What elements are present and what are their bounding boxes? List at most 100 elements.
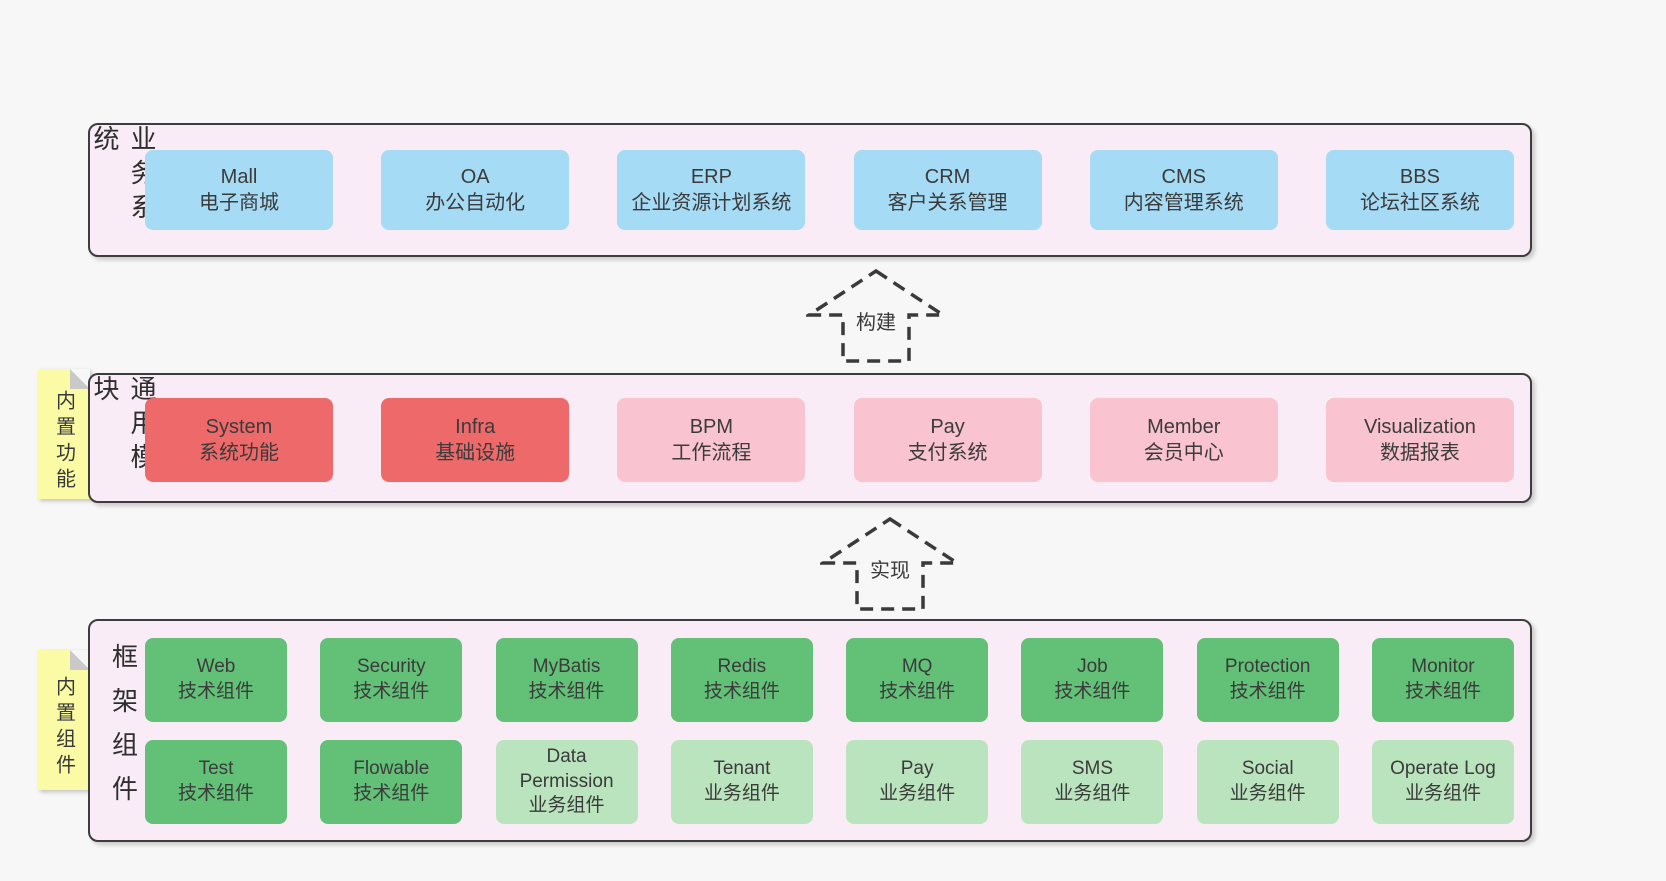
module-box-bpm: BPM 工作流程	[617, 398, 806, 482]
module-subtitle: 技术组件	[1054, 681, 1131, 702]
folded-corner-icon	[70, 369, 90, 389]
module-title: Mall	[220, 166, 258, 188]
module-row: Mall 电子商城 OA 办公自动化 ERP 企业资源计划系统 CRM 客户关系管理 CMS 内容…	[145, 150, 1514, 230]
module-box-visualization: Visualization 数据报表	[1325, 398, 1514, 482]
module-title: Flowable	[353, 758, 430, 780]
module-box-sms: SMS 业务组件	[1021, 740, 1164, 824]
module-box-mybatis: MyBatis 技术组件	[495, 638, 638, 722]
module-subtitle: 技术组件	[1404, 681, 1481, 702]
module-subtitle: 技术组件	[879, 681, 956, 702]
module-title: Redis	[717, 656, 767, 678]
module-title: Pay	[930, 416, 965, 438]
module-subtitle: 业务组件	[703, 783, 780, 804]
layer-label: 业务系统	[90, 125, 157, 227]
module-title: Operate Log	[1390, 758, 1496, 780]
arrow-up-build: 构建	[806, 268, 946, 364]
module-subtitle: 客户关系管理	[887, 192, 1008, 214]
module-box-infra: Infra 基础设施	[381, 398, 570, 482]
module-box-flowable: Flowable 技术组件	[320, 740, 463, 824]
module-title: Data Permission	[519, 745, 614, 792]
module-box-bbs: BBS 论坛社区系统	[1325, 150, 1514, 230]
module-subtitle: 技术组件	[703, 681, 780, 702]
module-box-data-permission: Data Permission 业务组件	[495, 740, 638, 824]
module-box-erp: ERP 企业资源计划系统	[617, 150, 806, 230]
module-box-pay: Pay 业务组件	[846, 740, 989, 824]
module-subtitle: 技术组件	[528, 681, 605, 702]
module-title: BBS	[1399, 166, 1440, 188]
module-title: Visualization	[1363, 416, 1476, 438]
module-title: CRM	[924, 166, 971, 188]
module-subtitle: 技术组件	[353, 783, 430, 804]
module-subtitle: 支付系统	[907, 442, 988, 464]
module-subtitle: 系统功能	[199, 442, 279, 464]
module-box-pay: Pay 支付系统	[853, 398, 1042, 482]
folded-corner-icon	[70, 650, 90, 670]
module-subtitle: 企业资源计划系统	[631, 192, 792, 214]
arrow-label: 实现	[867, 554, 913, 583]
arrow-label: 构建	[853, 306, 899, 335]
module-title: Web	[196, 656, 236, 678]
module-title: Job	[1077, 656, 1108, 678]
module-subtitle: 论坛社区系统	[1359, 192, 1480, 214]
module-box-protection: Protection 技术组件	[1196, 638, 1339, 722]
module-box-test: Test 技术组件	[145, 740, 287, 824]
module-box-crm: CRM 客户关系管理	[853, 150, 1042, 230]
module-title: OA	[460, 166, 490, 188]
sticky-note-label: 内置组件	[52, 676, 75, 780]
module-title: ERP	[690, 166, 732, 188]
module-subtitle: 办公自动化	[425, 192, 526, 214]
sticky-note-label: 内置功能	[52, 390, 75, 494]
module-title: CMS	[1161, 166, 1206, 188]
sticky-note-built-in-features: 内置功能	[38, 369, 90, 499]
module-title: Social	[1241, 758, 1294, 780]
module-subtitle: 数据报表	[1379, 442, 1460, 464]
module-title: SMS	[1071, 758, 1113, 780]
module-title: Tenant	[713, 758, 771, 780]
layer-panel-business-systems: 业务系统 Mall 电子商城 OA 办公自动化 ERP 企业资源计划系统 CRM 客户关系管理…	[88, 123, 1532, 257]
module-subtitle: 会员中心	[1143, 442, 1224, 464]
arrow-up-implement: 实现	[820, 516, 960, 612]
module-title: Test	[198, 758, 234, 780]
module-subtitle: 电子商城	[199, 192, 279, 214]
module-subtitle: 内容管理系统	[1123, 192, 1244, 214]
module-subtitle: 业务组件	[879, 783, 956, 804]
up-arrow-icon	[820, 516, 960, 611]
module-subtitle: 业务组件	[1054, 783, 1131, 804]
module-box-social: Social 业务组件	[1196, 740, 1339, 824]
module-box-security: Security 技术组件	[320, 638, 463, 722]
module-subtitle: 业务组件	[1404, 783, 1481, 804]
module-title: Security	[356, 656, 426, 678]
module-title: BPM	[689, 416, 734, 438]
module-box-cms: CMS 内容管理系统	[1089, 150, 1278, 230]
layer-label: 通用模块	[90, 375, 157, 477]
module-subtitle: 技术组件	[177, 681, 254, 702]
module-title: Infra	[455, 416, 496, 438]
module-title: Member	[1147, 416, 1221, 438]
module-box-member: Member 会员中心	[1089, 398, 1278, 482]
module-box-oa: OA 办公自动化	[381, 150, 570, 230]
module-box-redis: Redis 技术组件	[670, 638, 813, 722]
module-subtitle: 业务组件	[1229, 783, 1306, 804]
module-subtitle: 技术组件	[177, 783, 254, 804]
up-arrow-icon	[806, 268, 946, 363]
module-box-web: Web 技术组件	[145, 638, 287, 722]
module-box-job: Job 技术组件	[1021, 638, 1164, 722]
module-box-monitor: Monitor 技术组件	[1371, 638, 1514, 722]
module-title: Pay	[900, 758, 934, 780]
module-subtitle: 技术组件	[1229, 681, 1306, 702]
module-box-tenant: Tenant 业务组件	[670, 740, 813, 824]
module-subtitle: 工作流程	[671, 442, 752, 464]
module-title: Protection	[1224, 656, 1311, 678]
module-subtitle: 基础设施	[435, 442, 516, 464]
module-subtitle: 技术组件	[353, 681, 430, 702]
module-subtitle: 业务组件	[528, 795, 605, 817]
layer-label: 框架组件	[108, 642, 139, 819]
module-title: Monitor	[1411, 656, 1475, 678]
module-title: MyBatis	[532, 656, 601, 678]
